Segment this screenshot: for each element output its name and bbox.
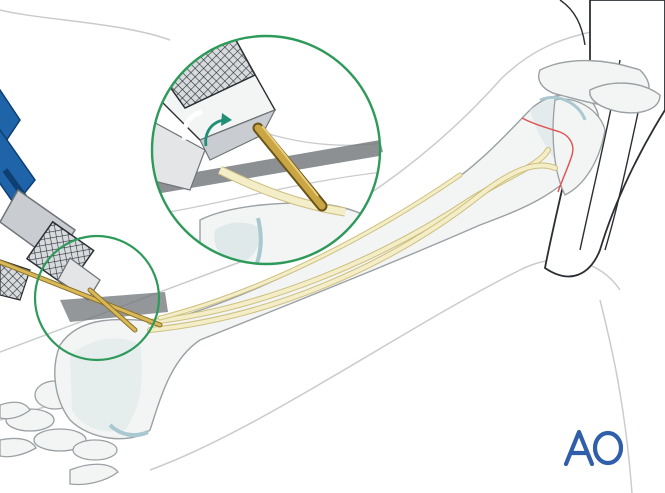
curved-arrow-icon — [204, 113, 232, 147]
elastic-nails — [147, 147, 558, 333]
hand-bones — [0, 380, 119, 486]
small-callout-circle — [33, 234, 161, 362]
ao-logo-icon — [562, 428, 626, 468]
fracture-line — [521, 117, 574, 193]
wires — [0, 259, 163, 333]
drill — [0, 88, 101, 301]
